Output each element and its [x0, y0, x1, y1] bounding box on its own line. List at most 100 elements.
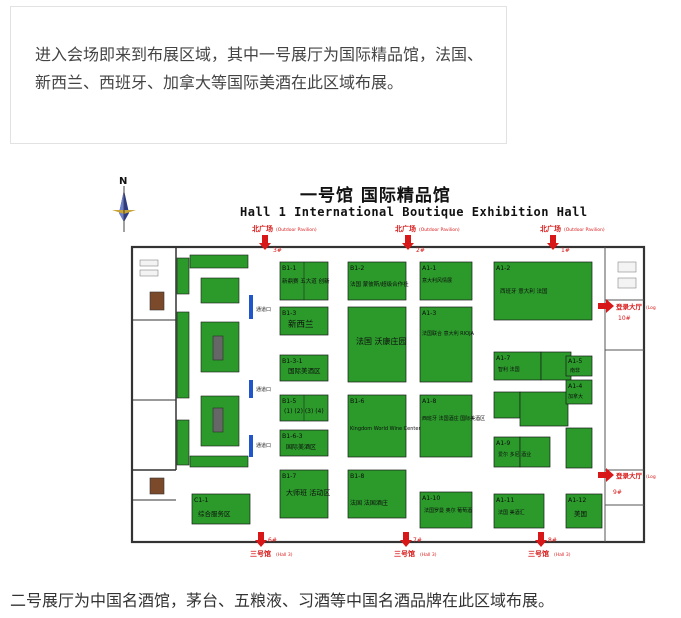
- arrow-down-icon: [535, 532, 547, 547]
- booth-name: 法国 沃康庄园: [356, 336, 407, 346]
- booth-code: B1-5: [282, 398, 296, 405]
- booths-column-b1: [191, 261, 329, 525]
- north-entrance-gate-2: 北广场 (Outdoor Pavilion) 2#: [395, 224, 460, 254]
- svg-text:(Log: (Log: [646, 305, 656, 311]
- svg-text:(Outdoor Pavilion): (Outdoor Pavilion): [276, 227, 317, 233]
- booth-name: 美国: [574, 509, 587, 518]
- booth-code: B1-6: [350, 398, 364, 405]
- walkway-label: 通道口: [256, 386, 271, 393]
- booth-name: 法国 蒙彼斯/超级合作社: [350, 280, 409, 288]
- booth-name: 智利 法国: [498, 366, 520, 373]
- arrow-right-icon: [598, 299, 614, 313]
- compass-label: N: [119, 176, 127, 187]
- arrow-down-icon: [255, 532, 267, 547]
- booth-name: 西班牙 法国酒庄 国际美酒区: [422, 415, 485, 422]
- booth-code: B1-3: [282, 310, 296, 317]
- svg-text:北广场: 北广场: [540, 224, 561, 233]
- compass-icon: N: [112, 176, 136, 232]
- booth-name: 爱尔 多尼 酒业: [498, 451, 531, 458]
- booth-name: Kingdom World Wine Center: [350, 426, 421, 432]
- north-entrance-gate-1: 北广场 (Outdoor Pavilion) 1#: [540, 224, 605, 254]
- booth-strip: [176, 311, 190, 399]
- booth-code: A1-3: [422, 310, 436, 317]
- svg-text:(Hall 3): (Hall 3): [554, 552, 571, 558]
- walkway-markers: 通道口 通道口 通道口: [249, 295, 271, 457]
- entrance-marker: [249, 295, 253, 319]
- booth-name: (1) (2) (3) (4): [284, 408, 324, 415]
- south-exit-gate-7: 7# 三号馆 (Hall 3): [394, 532, 437, 558]
- booth-code: B1-7: [282, 473, 296, 480]
- svg-text:1#: 1#: [561, 247, 570, 254]
- east-exits: 登录大厅 (Log 10# 登录大厅 (Log 9#: [598, 299, 656, 496]
- arrow-up-icon: [259, 235, 271, 250]
- svg-text:6#: 6#: [268, 537, 277, 544]
- booth-name: 综合服务区: [198, 509, 231, 518]
- svg-text:三号馆: 三号馆: [528, 549, 549, 558]
- booth-code: B1-1: [282, 265, 296, 272]
- booth-code: A1-1: [422, 265, 436, 272]
- booth-name: 西班牙 意大利 法国: [500, 287, 548, 295]
- intro-quote-box: 进入会场即来到布展区域，其中一号展厅为国际精品馆，法国、新西兰、西班牙、加拿大等…: [10, 6, 507, 144]
- booth-name: 南非: [570, 367, 580, 374]
- booth-code: A1-9: [496, 440, 510, 447]
- booth-name: 新鼎赛 五大道 创新: [282, 277, 330, 285]
- svg-text:(Hall 3): (Hall 3): [276, 552, 293, 558]
- svg-text:登录大厅: 登录大厅: [615, 302, 643, 311]
- svg-text:7#: 7#: [413, 537, 422, 544]
- booth-strip: [176, 257, 190, 295]
- east-exit-gate-9: 登录大厅 (Log 9#: [598, 468, 656, 496]
- north-entrance-gate-3: 北广场 (Outdoor Pavilion) 3#: [252, 224, 317, 254]
- left-strip-booths: [176, 257, 190, 466]
- walkway-label: 通道口: [256, 442, 271, 449]
- booth-code: A1-12: [568, 497, 586, 504]
- booth-name: 大师班 活动区: [286, 488, 330, 497]
- svg-text:北广场: 北广场: [395, 224, 416, 233]
- south-exit-gate-8: 8# 三号馆 (Hall 3): [528, 532, 571, 558]
- booth-name: 法国联合 意大利 RIOJA: [422, 330, 474, 337]
- walkway-label: 通道口: [256, 306, 271, 313]
- booth-code: A1-2: [496, 265, 510, 272]
- east-exit-gate-10: 登录大厅 (Log 10#: [598, 299, 656, 322]
- svg-text:(Outdoor Pavilion): (Outdoor Pavilion): [564, 227, 605, 233]
- booths-column-a2: [493, 261, 603, 529]
- booth-code: A1-4: [568, 383, 582, 390]
- booth-name: 法国 美酒汇: [498, 509, 525, 516]
- floor-plan-subtitle: Hall 1 International Boutique Exhibition…: [240, 205, 588, 219]
- svg-text:登录大厅: 登录大厅: [615, 471, 643, 480]
- caption-text: 二号展厅为中国名酒馆，茅台、五粮液、习酒等中国名酒品牌在此区域布展。: [10, 591, 555, 610]
- svg-text:10#: 10#: [618, 315, 631, 322]
- svg-text:9#: 9#: [613, 489, 622, 496]
- booth-name: 国际美酒区: [286, 443, 316, 451]
- booth-code: A1-7: [496, 355, 510, 362]
- svg-text:(Outdoor Pavilion): (Outdoor Pavilion): [419, 227, 460, 233]
- svg-text:3#: 3#: [273, 247, 282, 254]
- booths-column-a1: [419, 261, 473, 529]
- booth-name: 意大利风情展: [422, 277, 452, 284]
- svg-text:8#: 8#: [548, 537, 557, 544]
- booth-name: 新西兰: [288, 319, 314, 330]
- booth-strip: [176, 419, 190, 466]
- arrow-down-icon: [400, 532, 412, 547]
- booths-column-b2: [347, 261, 407, 519]
- booth-code: B1-8: [350, 473, 364, 480]
- booth-code: A1-8: [422, 398, 436, 405]
- booth-code: A1-5: [568, 358, 582, 365]
- svg-text:三号馆: 三号馆: [394, 549, 415, 558]
- booth-name: 加拿大: [568, 393, 583, 400]
- arrow-up-icon: [402, 235, 414, 250]
- booth-name: 法国 法国酒庄: [350, 499, 388, 507]
- arrow-up-icon: [547, 235, 559, 250]
- booth-name: 国际美酒区: [288, 366, 321, 375]
- booth-code: A1-11: [496, 497, 514, 504]
- entrance-marker: [249, 380, 253, 398]
- booth-name: 法国罗曼 奥尔 葡萄酒: [424, 507, 472, 514]
- hall-walls: [130, 245, 646, 544]
- dc-booth-blocks: [189, 254, 249, 468]
- booth-code: C1-1: [194, 497, 208, 504]
- booth-code: A1-10: [422, 495, 440, 502]
- svg-text:三号馆: 三号馆: [250, 549, 271, 558]
- arrow-right-icon: [598, 468, 614, 482]
- svg-text:北广场: 北广场: [252, 224, 273, 233]
- svg-text:(Log: (Log: [646, 474, 656, 480]
